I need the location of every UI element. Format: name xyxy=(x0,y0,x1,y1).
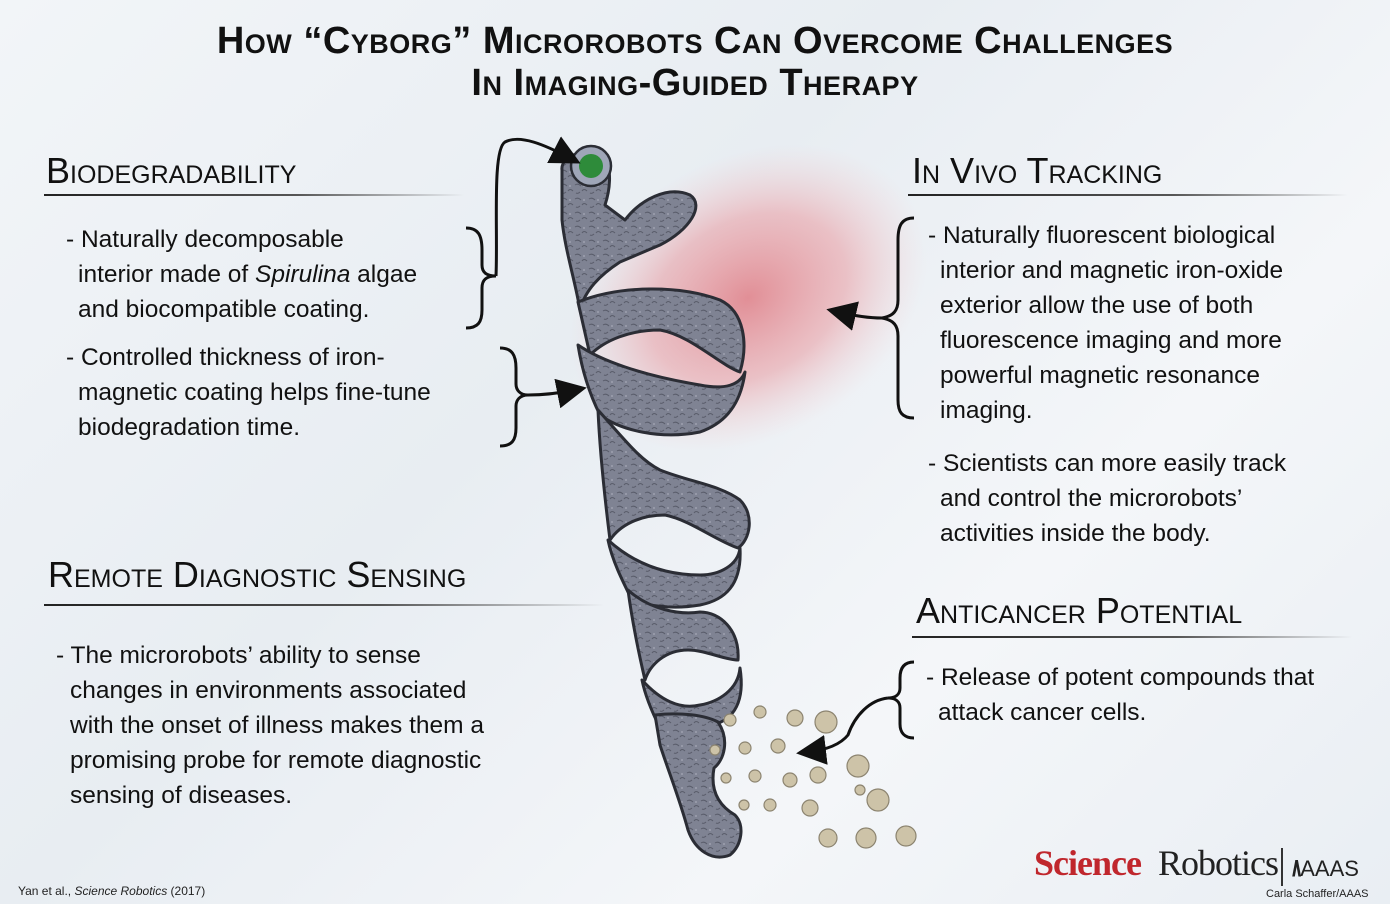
tracking-brace xyxy=(826,216,915,420)
citation-authors: Yan et al., xyxy=(18,884,75,898)
item-line: interior and magnetic iron-oxide xyxy=(940,257,1284,284)
rule-biodegradability xyxy=(44,194,464,196)
heading-biodegradability: Biodegradability xyxy=(46,150,297,191)
item-line: promising probe for remote diagnostic xyxy=(70,747,482,774)
title-line-1: How “Cyborg” Microrobots Can Overcome Ch… xyxy=(216,20,1174,62)
item-line: - Scientists can more easily track xyxy=(928,450,1287,477)
item-line: attack cancer cells. xyxy=(938,699,1147,726)
item-line: biodegradation time. xyxy=(78,414,301,441)
title-line-2: In Imaging-Guided Therapy xyxy=(471,62,919,104)
tracking-item-1: - Naturally fluorescent biological inter… xyxy=(928,218,1283,428)
item-line: changes in environments associated xyxy=(70,677,467,704)
item-line: magnetic coating helps fine-tune xyxy=(78,379,431,406)
released-compounds xyxy=(709,705,917,849)
item-line: - Naturally fluorescent biological xyxy=(928,222,1276,249)
citation: Yan et al., Science Robotics (2017) xyxy=(18,884,205,898)
illustration-credit: Carla Schaffer/AAAS xyxy=(1266,888,1369,900)
item-line: sensing of diseases. xyxy=(70,782,292,809)
biodegradability-brace-1 xyxy=(465,136,581,330)
species-name: Spirulina xyxy=(255,261,351,288)
aaas-text: AAAS xyxy=(1300,856,1359,881)
item-line: - Controlled thickness of iron- xyxy=(66,344,385,371)
remote-sensing-item-1: - The microrobots’ ability to sense chan… xyxy=(56,638,484,813)
aaas-logo: /\AAAS xyxy=(1292,856,1359,882)
heading-remote-sensing: Remote Diagnostic Sensing xyxy=(48,554,467,595)
item-line: exterior allow the use of both xyxy=(940,292,1254,319)
item-line: and biocompatible coating. xyxy=(78,296,370,323)
item-line: - Release of potent compounds that xyxy=(926,664,1315,691)
anticancer-item-1: - Release of potent compounds that attac… xyxy=(926,660,1314,730)
item-line: and control the microrobots’ xyxy=(940,485,1243,512)
item-line: - Naturally decomposable xyxy=(66,226,344,253)
anticancer-brace xyxy=(796,660,915,765)
item-line: imaging. xyxy=(940,397,1033,424)
item-text: algae xyxy=(350,261,418,288)
fluorescent-marker-core xyxy=(579,154,603,178)
biodegradability-item-1: - Naturally decomposable interior made o… xyxy=(66,222,417,327)
science-logo: Science xyxy=(1034,843,1142,883)
aaas-mark-icon: /\ xyxy=(1292,856,1301,881)
item-line: fluorescence imaging and more xyxy=(940,327,1282,354)
robotics-logo: Robotics xyxy=(1158,843,1279,883)
logo-divider xyxy=(1281,848,1283,886)
heading-in-vivo-tracking: In Vivo Tracking xyxy=(912,150,1163,191)
rule-in-vivo-tracking xyxy=(908,194,1348,196)
biodegradability-brace-2 xyxy=(499,346,587,448)
rule-remote-sensing xyxy=(44,604,604,606)
tracking-item-2: - Scientists can more easily track and c… xyxy=(928,446,1286,551)
item-line: powerful magnetic resonance xyxy=(940,362,1261,389)
heading-anticancer: Anticancer Potential xyxy=(916,590,1243,631)
citation-journal: Science Robotics xyxy=(74,884,168,898)
item-line: - The microrobots’ ability to sense xyxy=(56,642,421,669)
biodegradability-item-2: - Controlled thickness of iron- magnetic… xyxy=(66,340,431,445)
item-text: interior made of xyxy=(78,261,256,288)
item-line: activities inside the body. xyxy=(940,520,1211,547)
item-line: interior made of Spirulina algae xyxy=(66,257,417,292)
citation-year: (2017) xyxy=(167,884,206,898)
microrobot-helix xyxy=(560,151,751,859)
item-line: with the onset of illness makes them a xyxy=(70,712,484,739)
rule-anticancer xyxy=(912,636,1352,638)
